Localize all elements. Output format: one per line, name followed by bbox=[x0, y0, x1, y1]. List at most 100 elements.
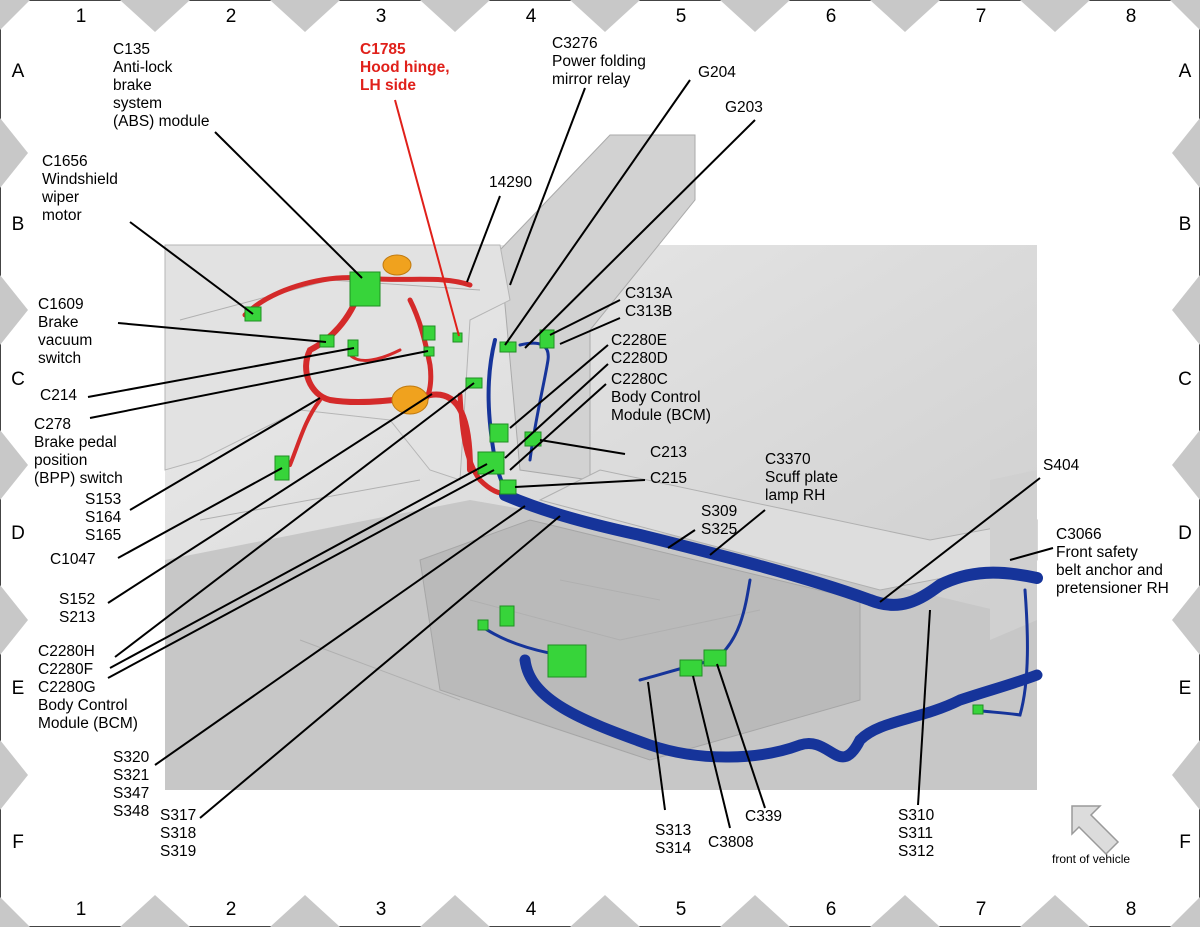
callout-c135: C135 Anti-lock brake system (ABS) module bbox=[113, 41, 210, 130]
leader-line bbox=[89, 350, 429, 419]
grid-col-label: 3 bbox=[375, 6, 387, 27]
leader-line bbox=[154, 505, 526, 766]
red-harness-branch bbox=[457, 392, 508, 496]
grid-marker bbox=[0, 0, 30, 30]
grid-marker bbox=[1172, 118, 1200, 188]
callout-s153: S153 S164 S165 bbox=[85, 491, 122, 544]
callout-c213: C213 bbox=[650, 444, 688, 461]
grid-marker bbox=[1020, 0, 1090, 32]
leader-line bbox=[539, 439, 626, 455]
leader-line bbox=[129, 397, 321, 511]
vehicle-body bbox=[164, 134, 1038, 790]
leader-line bbox=[504, 363, 609, 459]
grid-marker bbox=[0, 585, 28, 655]
callout-c2280d: C2280D bbox=[611, 350, 668, 367]
red-harness-branch bbox=[348, 348, 402, 362]
grid-marker bbox=[270, 895, 340, 927]
grid-marker bbox=[0, 740, 28, 810]
grid-marker bbox=[1172, 275, 1200, 345]
leader-line bbox=[107, 393, 433, 604]
callout-c2280c: C2280C Body Control Module (BCM) bbox=[611, 371, 711, 424]
grid-marker bbox=[720, 0, 790, 32]
leader-line bbox=[107, 469, 495, 679]
connector bbox=[489, 423, 509, 443]
grid-marker bbox=[0, 275, 28, 345]
callout-s309: S309 S325 bbox=[701, 503, 738, 538]
grid-marker bbox=[870, 0, 940, 32]
grid-col-label: 6 bbox=[825, 6, 837, 27]
callout-14290: 14290 bbox=[489, 174, 533, 191]
callout-c1656: C1656 Windshield wiper motor bbox=[42, 153, 118, 224]
grid-col-label: 2 bbox=[225, 6, 237, 27]
connector bbox=[703, 649, 727, 667]
callout-c2280e: C2280E bbox=[611, 332, 668, 349]
grid-marker bbox=[120, 895, 190, 927]
leader-line bbox=[692, 675, 731, 829]
grid-marker bbox=[570, 895, 640, 927]
orange-components bbox=[382, 254, 429, 415]
grid-row-label: E bbox=[11, 678, 25, 699]
leader-line bbox=[667, 529, 696, 549]
grid-marker bbox=[120, 0, 190, 32]
callout-c339: C339 bbox=[745, 808, 783, 825]
leader-line bbox=[87, 347, 355, 398]
leader-line bbox=[647, 681, 666, 811]
grid-row-label: B bbox=[11, 214, 25, 235]
connector bbox=[349, 271, 381, 307]
leader-line bbox=[509, 87, 586, 286]
callout-c1785: C1785 Hood hinge, LH side bbox=[360, 41, 450, 94]
blue-harness-main bbox=[499, 489, 1043, 611]
grid-marker bbox=[1170, 0, 1200, 30]
blue-harness-rear bbox=[519, 654, 1043, 763]
grid-col-label: 7 bbox=[975, 6, 987, 27]
callout-g203: G203 bbox=[725, 99, 763, 116]
grid-row-label: B bbox=[1178, 214, 1192, 235]
connector bbox=[547, 644, 587, 678]
grid-col-label: 8 bbox=[1125, 6, 1137, 27]
red-harness-branch bbox=[407, 297, 434, 403]
callout-c2280h: C2280H C2280F C2280G Body Control Module… bbox=[38, 643, 138, 732]
connector bbox=[539, 329, 555, 349]
leader-line bbox=[214, 131, 363, 279]
connector bbox=[477, 619, 489, 631]
red-harness-branch bbox=[288, 398, 322, 467]
grid-marker bbox=[0, 897, 30, 927]
grid-row-label: C bbox=[11, 369, 25, 390]
leader-line bbox=[509, 344, 609, 429]
grid-row-label: C bbox=[1178, 369, 1192, 390]
leader-line bbox=[129, 221, 254, 315]
callout-c313b: C313B bbox=[625, 303, 673, 320]
connector bbox=[452, 332, 463, 343]
blue-harness-riser bbox=[518, 341, 550, 462]
grid-marker bbox=[570, 0, 640, 32]
callout-s317: S317 S318 S319 bbox=[160, 807, 197, 860]
leader-line-highlighted bbox=[394, 99, 460, 337]
grid-row-label: F bbox=[1179, 832, 1191, 853]
connector bbox=[499, 341, 517, 353]
leader-line bbox=[109, 463, 488, 669]
callout-s310: S310 S311 S312 bbox=[898, 807, 935, 860]
leader-line bbox=[559, 317, 621, 345]
grid-row-label: A bbox=[1178, 61, 1192, 82]
grid-marker bbox=[420, 0, 490, 32]
callout-c3808: C3808 bbox=[708, 834, 754, 851]
callout-c215: C215 bbox=[650, 470, 688, 487]
callout-c313a: C313A bbox=[625, 285, 673, 302]
a-pillar bbox=[499, 134, 696, 481]
leader-line bbox=[199, 515, 561, 819]
callout-c1609: C1609 Brake vacuum switch bbox=[38, 296, 93, 367]
grid-col-label: 2 bbox=[225, 899, 237, 920]
grid-marker bbox=[720, 895, 790, 927]
leader-line bbox=[549, 299, 621, 336]
orientation-label: front of vehicle bbox=[1052, 852, 1131, 866]
callout-c3066: C3066 Front safety belt anchor and prete… bbox=[1056, 526, 1169, 597]
connector bbox=[422, 325, 436, 341]
grid-marker bbox=[1172, 740, 1200, 810]
callout-s320: S320 S321 S347 S348 bbox=[113, 749, 150, 820]
grid-marker bbox=[420, 895, 490, 927]
callout-c1047: C1047 bbox=[50, 551, 96, 568]
grid-marker bbox=[870, 895, 940, 927]
grid-marker bbox=[270, 0, 340, 32]
leader-line bbox=[117, 467, 283, 559]
